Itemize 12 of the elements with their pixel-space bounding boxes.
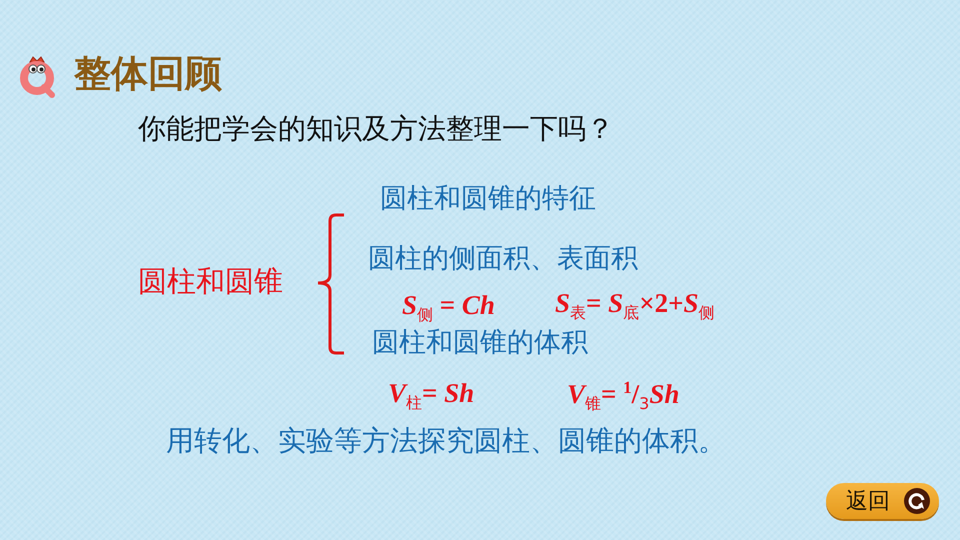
item-text: 圆柱的侧面积、表面积 [368,243,638,274]
formula-text: V$_{锥}$= $^{1}$/$_{3}$Sh [567,378,680,414]
heading: 整体回顾 [74,52,222,95]
formula-text: V$_{柱}$= Sh [388,378,474,412]
formula-text: S$_{表}$= S$_{底}$×2+S$_{侧}$ [555,288,715,322]
formula-text: S$_{侧}$ = Ch [402,290,495,324]
back-button: 返回 [826,483,939,519]
item-text: 圆柱和圆锥的体积 [372,327,588,358]
question-text: 你能把学会的知识及方法整理一下吗？ [138,113,614,146]
sentence-text: 用转化、实验等方法探究圆柱、圆锥的体积。 [166,425,726,458]
item-text: 圆柱和圆锥的特征 [380,183,596,214]
topic-text: 圆柱和圆锥 [138,265,283,298]
